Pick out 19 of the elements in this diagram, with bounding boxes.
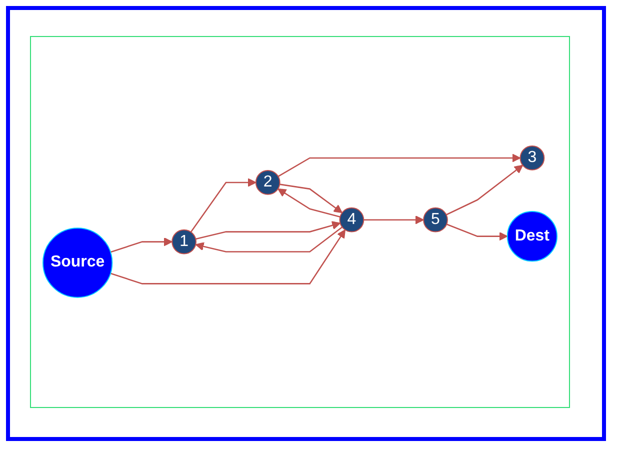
arrow	[190, 178, 256, 233]
node-circle	[42, 228, 113, 298]
node-circle	[255, 170, 280, 196]
arrow	[280, 184, 342, 214]
arrow	[110, 238, 172, 254]
arrow	[364, 216, 424, 225]
arrow	[446, 224, 508, 242]
node-circle	[339, 208, 364, 233]
node-circle	[172, 230, 196, 255]
node-circle	[423, 208, 448, 233]
node-circle	[506, 211, 558, 262]
arrow	[196, 221, 341, 240]
arrow	[110, 230, 346, 285]
arrow	[278, 188, 340, 218]
arrow	[278, 154, 521, 178]
network-graph: Source 1 2 3 4 5 Dest	[35, 138, 565, 306]
node-circle	[520, 146, 545, 171]
arrow	[195, 226, 343, 253]
arrow	[446, 165, 524, 216]
